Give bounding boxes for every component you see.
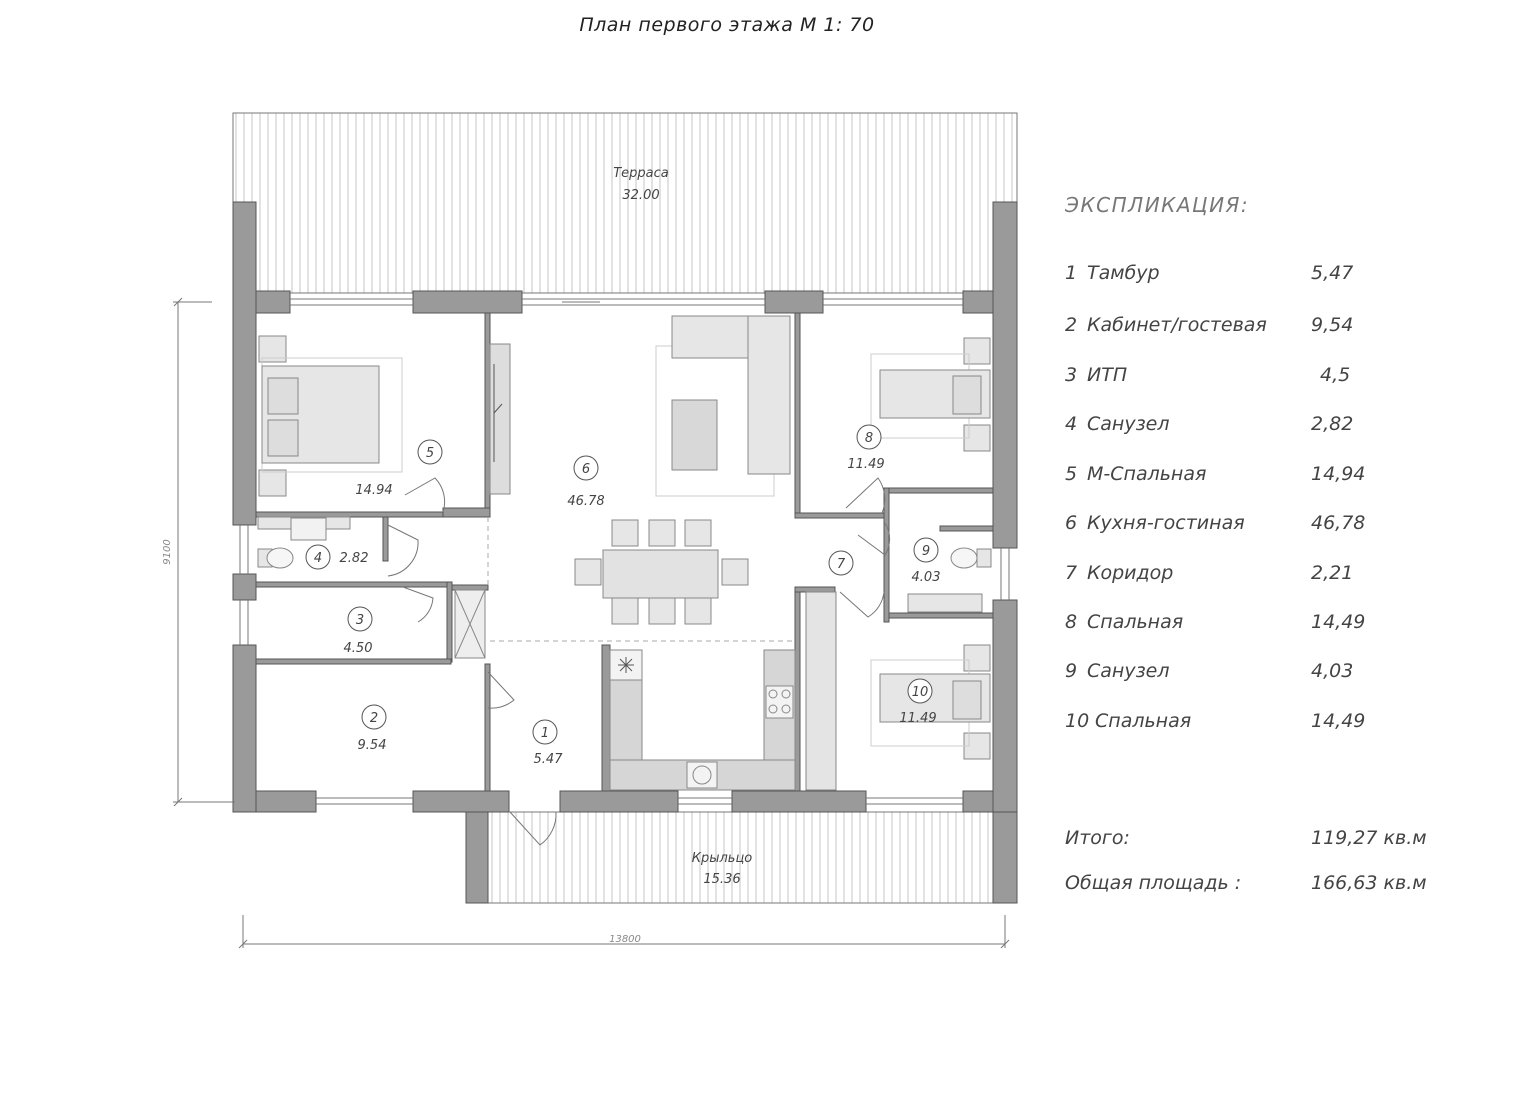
fridge-icon bbox=[618, 657, 634, 673]
row-area: 14,94 bbox=[1311, 463, 1366, 485]
row-area: 14,49 bbox=[1311, 611, 1366, 633]
room-9-number: 9 bbox=[922, 544, 930, 559]
row-area: 5,47 bbox=[1311, 262, 1354, 284]
row-number: 9 bbox=[1065, 660, 1078, 682]
row-area: 46,78 bbox=[1311, 512, 1366, 534]
explication-row: 6 Кухня-гостиная 46,78 bbox=[1063, 512, 1483, 542]
total-label: Итого: bbox=[1065, 827, 1130, 849]
row-name: ИТП bbox=[1087, 364, 1128, 386]
row-area: 2,82 bbox=[1311, 413, 1354, 435]
row-area: 4,03 bbox=[1311, 660, 1354, 682]
row-name: Тамбур bbox=[1087, 262, 1160, 284]
room-4-number: 4 bbox=[314, 551, 322, 566]
explication-row: 5 М-Спальная 14,94 bbox=[1063, 463, 1483, 493]
explication-panel: ЭКСПЛИКАЦИЯ: 1 Тамбур 5,47 2 Кабинет/гос… bbox=[1063, 0, 1503, 1100]
row-number: 8 bbox=[1065, 611, 1078, 633]
overall-area-value: 166,63 кв.м bbox=[1311, 872, 1427, 894]
row-number: 10 bbox=[1065, 710, 1090, 732]
row-name: Кухня-гостиная bbox=[1087, 512, 1245, 534]
room-8-area: 11.49 bbox=[847, 457, 884, 472]
row-name: Кабинет/гостевая bbox=[1087, 314, 1267, 336]
terrace bbox=[232, 112, 1018, 294]
explication-row: 10 Спальная 14,49 bbox=[1063, 710, 1483, 740]
room-2-number: 2 bbox=[370, 711, 378, 726]
row-number: 7 bbox=[1065, 562, 1078, 584]
room-markers bbox=[305, 424, 939, 745]
row-name: Спальная bbox=[1087, 611, 1184, 633]
explication-row: 7 Коридор 2,21 bbox=[1063, 562, 1483, 592]
room-4-area: 2.82 bbox=[340, 551, 369, 566]
doors bbox=[387, 301, 891, 846]
explication-row: 4 Санузел 2,82 bbox=[1063, 413, 1483, 443]
row-number: 4 bbox=[1065, 413, 1078, 435]
room-2-area: 9.54 bbox=[358, 738, 387, 753]
height-dimension: 9100 bbox=[162, 539, 173, 564]
plan-title: План первого этажа М 1: 70 bbox=[579, 14, 875, 36]
row-name: Санузел bbox=[1087, 660, 1170, 682]
room-9-area: 4.03 bbox=[912, 570, 941, 585]
room-10-number: 10 bbox=[912, 685, 929, 700]
width-dimension: 13800 bbox=[609, 934, 641, 945]
room-8-number: 8 bbox=[865, 431, 873, 446]
explication-heading: ЭКСПЛИКАЦИЯ: bbox=[1065, 193, 1250, 217]
room-7-number: 7 bbox=[837, 557, 846, 572]
porch-area: 15.36 bbox=[703, 872, 740, 887]
row-area: 4,5 bbox=[1320, 364, 1351, 386]
explication-row: 8 Спальная 14,49 bbox=[1063, 611, 1483, 641]
row-name: Коридор bbox=[1087, 562, 1174, 584]
room-5-area: 14.94 bbox=[355, 483, 392, 498]
row-area: 2,21 bbox=[1311, 562, 1354, 584]
furniture bbox=[257, 315, 992, 791]
row-name: Спальная bbox=[1095, 710, 1192, 732]
row-name: М-Спальная bbox=[1087, 463, 1207, 485]
explication-row: 9 Санузел 4,03 bbox=[1063, 660, 1483, 690]
row-area: 14,49 bbox=[1311, 710, 1366, 732]
room-6-number: 6 bbox=[582, 462, 590, 477]
room-5-number: 5 bbox=[426, 446, 434, 461]
row-name: Санузел bbox=[1087, 413, 1170, 435]
row-number: 2 bbox=[1065, 314, 1078, 336]
porch-label: Крыльцо bbox=[692, 851, 753, 866]
explication-row: 2 Кабинет/гостевая 9,54 bbox=[1063, 314, 1483, 344]
row-number: 3 bbox=[1065, 364, 1078, 386]
room-3-area: 4.50 bbox=[344, 641, 373, 656]
room-1-number: 1 bbox=[541, 726, 549, 741]
room-10-area: 11.49 bbox=[899, 711, 936, 726]
total-value: 119,27 кв.м bbox=[1311, 827, 1427, 849]
row-number: 5 bbox=[1065, 463, 1078, 485]
terrace-label: Терраса bbox=[613, 166, 669, 181]
terrace-area: 32.00 bbox=[622, 188, 659, 203]
room-1-area: 5.47 bbox=[534, 752, 564, 767]
room-6-area: 46.78 bbox=[567, 494, 604, 509]
row-number: 6 bbox=[1065, 512, 1078, 534]
row-area: 9,54 bbox=[1311, 314, 1354, 336]
overall-area-label: Общая площадь : bbox=[1065, 872, 1242, 894]
row-number: 1 bbox=[1065, 262, 1078, 284]
zone-lines bbox=[487, 517, 795, 642]
walls bbox=[232, 201, 1018, 904]
explication-row: 1 Тамбур 5,47 bbox=[1063, 262, 1483, 292]
floor-plan: Терраса 32.00 Крыльцо 15.36 1 5.47 2 9.5… bbox=[162, 112, 1018, 949]
explication-row: 3 ИТП 4,5 bbox=[1063, 364, 1483, 394]
room-3-number: 3 bbox=[356, 613, 364, 628]
windows bbox=[239, 298, 1010, 805]
dimension-lines bbox=[173, 297, 1010, 949]
